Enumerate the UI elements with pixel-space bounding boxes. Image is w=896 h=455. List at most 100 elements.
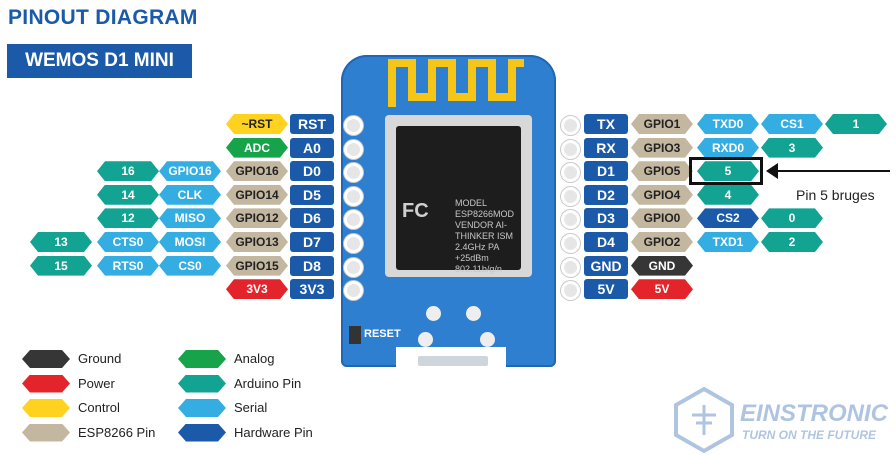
watermark-name: EINSTRONIC: [740, 400, 889, 427]
right-tag-power: 5V: [631, 279, 693, 299]
legend-label-hardware: Hardware Pin: [234, 424, 313, 440]
annotation-text: Pin 5 bruges: [796, 187, 875, 203]
right-tag-esp: GPIO2: [631, 232, 693, 252]
left-tag-arduino: 12: [97, 208, 159, 228]
right-tag-serial: CS1: [761, 114, 823, 134]
pin-label-rst: RST: [290, 114, 334, 134]
pin-label-d6: D6: [290, 208, 334, 229]
left-tag-serial: GPIO16: [159, 161, 221, 181]
left-tag-power: 3V3: [226, 279, 288, 299]
legend-swatch-arduino: [178, 375, 226, 393]
right-tag-arduino: 3: [761, 138, 823, 158]
header-hole: [344, 281, 363, 301]
reset-button[interactable]: [349, 326, 361, 344]
left-tag-serial: MISO: [159, 208, 221, 228]
legend-swatch-hardware: [178, 424, 226, 442]
left-tag-control: ~RST: [226, 114, 288, 134]
annotation-arrow-line: [770, 170, 890, 172]
pin-label-rx: RX: [584, 137, 628, 158]
header-hole: [561, 139, 580, 159]
legend-label-power: Power: [78, 375, 115, 391]
right-tag-esp: GPIO1: [631, 114, 693, 134]
header-hole: [344, 210, 363, 230]
diagram-title: PINOUT DIAGRAM: [8, 6, 198, 29]
right-tag-serial: TXD0: [697, 114, 759, 134]
left-tag-serial: CLK: [159, 185, 221, 205]
pin-label-d2: D2: [584, 184, 628, 205]
right-tag-arduino: 5: [697, 161, 759, 181]
pin5-highlight-box: [689, 157, 763, 185]
legend-swatch-ground: [22, 350, 70, 368]
legend-label-esp: ESP8266 Pin: [78, 424, 156, 440]
pin-label-5v: 5V: [584, 279, 628, 300]
left-tag-arduino: 15: [30, 256, 92, 276]
left-tag-serial: RTS0: [97, 256, 159, 276]
left-tag-arduino: 14: [97, 185, 159, 205]
chip-label: MODEL ESP8266MOD VENDOR AI-THINKER ISM 2…: [455, 198, 515, 274]
board-pad: [418, 332, 433, 347]
legend-swatch-serial: [178, 399, 226, 417]
right-tag-hardware: CS2: [697, 208, 759, 228]
legend-label-analog: Analog: [234, 351, 275, 366]
pin-label-d7: D7: [290, 232, 334, 252]
right-tag-arduino: 1: [825, 114, 887, 134]
header-hole: [344, 139, 363, 159]
pin-label-d4: D4: [584, 232, 628, 252]
right-tag-esp: GPIO5: [631, 161, 693, 181]
right-tag-esp: GPIO0: [631, 208, 693, 228]
pcb-antenna: [388, 57, 528, 113]
pin-label-d8: D8: [290, 255, 334, 276]
pin-label-d1: D1: [584, 161, 628, 182]
right-tag-esp: GPIO3: [631, 138, 693, 158]
usb-connector: [418, 356, 488, 366]
legend-label-serial: Serial: [234, 400, 268, 415]
header-hole: [344, 116, 363, 135]
fcc-mark: FC: [402, 200, 429, 222]
legend-swatch-control: [22, 399, 70, 417]
pin-label-d3: D3: [584, 208, 628, 229]
left-tag-analog: ADC: [226, 138, 288, 158]
watermark-tagline: TURN ON THE FUTURE: [742, 428, 876, 442]
left-tag-esp: GPIO16: [226, 161, 288, 181]
legend-label-ground: Ground: [78, 351, 122, 366]
header-hole: [561, 163, 580, 183]
header-hole: [344, 186, 363, 206]
header-hole: [561, 234, 580, 253]
header-hole: [561, 281, 580, 301]
board-pad: [480, 332, 495, 347]
pin-label-a0: A0: [290, 137, 334, 158]
board-pad: [466, 306, 481, 321]
left-tag-esp: GPIO15: [226, 256, 288, 276]
pin-label-gnd: GND: [584, 255, 628, 276]
left-tag-arduino: 16: [97, 161, 159, 181]
header-hole: [344, 163, 363, 183]
left-tag-esp: GPIO12: [226, 208, 288, 228]
right-tag-ground: GND: [631, 256, 693, 276]
pin-label-d5: D5: [290, 184, 334, 205]
left-tag-serial: CS0: [159, 256, 221, 276]
header-hole: [561, 210, 580, 230]
header-hole: [344, 257, 363, 277]
header-hole: [561, 116, 580, 135]
right-tag-serial: TXD1: [697, 232, 759, 252]
reset-label: RESET: [364, 328, 401, 340]
left-tag-serial: CTS0: [97, 232, 159, 252]
right-tag-arduino: 0: [761, 208, 823, 228]
left-tag-arduino: 13: [30, 232, 92, 252]
legend-swatch-esp: [22, 424, 70, 442]
header-hole: [561, 257, 580, 277]
pin-label-d0: D0: [290, 161, 334, 182]
einstronic-logo: [674, 386, 734, 454]
left-tag-esp: GPIO13: [226, 232, 288, 252]
board-pad: [426, 306, 441, 321]
esp-module-chip: [396, 126, 521, 270]
right-tag-esp: GPIO4: [631, 185, 693, 205]
annotation-arrow-head: [766, 163, 778, 179]
header-hole: [561, 186, 580, 206]
legend-label-control: Control: [78, 400, 120, 415]
right-tag-serial: RXD0: [697, 138, 759, 158]
left-tag-serial: MOSI: [159, 232, 221, 252]
legend-swatch-power: [22, 375, 70, 393]
header-hole: [344, 234, 363, 253]
pin-label-3v3: 3V3: [290, 279, 334, 300]
